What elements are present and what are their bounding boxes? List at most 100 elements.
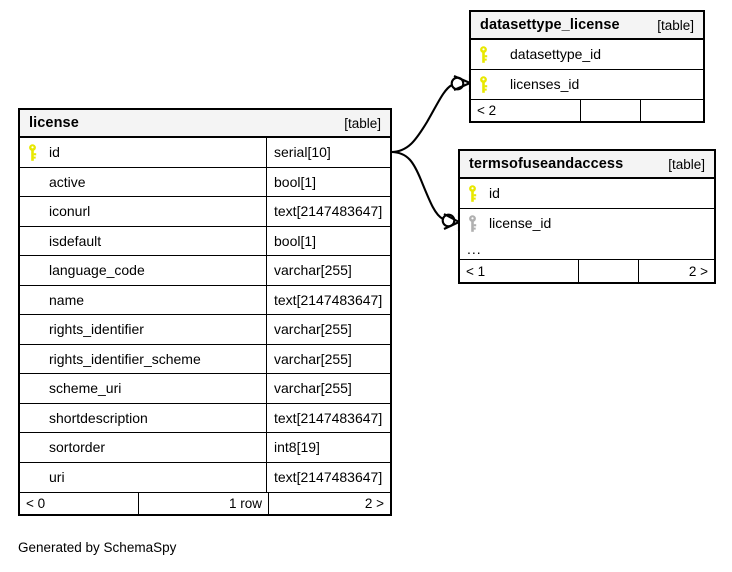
footer-row-count: 1 row <box>138 493 268 514</box>
column-name: shortdescription <box>49 409 148 426</box>
table-title-datasettype-license: datasettype_license <box>480 17 620 33</box>
table-row[interactable]: name text[2147483647] <box>20 285 390 315</box>
crowsfoot-datasettype-license <box>453 74 472 92</box>
column-name: license_id <box>489 215 552 232</box>
table-header-termsofuseandaccess: termsofuseandaccess [table] <box>460 151 714 179</box>
footer-row-count <box>580 100 640 121</box>
column-type: bool[1] <box>266 167 390 196</box>
table-row[interactable]: id <box>460 179 714 209</box>
table-footer-termsofuseandaccess: < 1 2 > <box>460 260 714 282</box>
column-name-cell: uri <box>20 463 266 493</box>
table-tag-termsofuseandaccess: [table] <box>668 156 705 172</box>
column-type: int8[19] <box>266 433 390 462</box>
column-type: text[2147483647] <box>266 285 390 314</box>
table-row[interactable]: licenses_id <box>471 70 703 100</box>
cardinality-zero-circle-datasettype-license <box>450 76 465 91</box>
column-name: name <box>49 291 85 308</box>
primary-key-icon <box>467 184 489 202</box>
footer-inbound-count[interactable]: < 1 <box>466 263 486 279</box>
column-type: bool[1] <box>266 226 390 255</box>
table-row[interactable]: shortdescription text[2147483647] <box>20 403 390 433</box>
table-title-license: license <box>29 115 79 131</box>
column-name: uri <box>49 469 65 486</box>
more-columns-indicator: ... <box>460 238 714 260</box>
column-name-cell: rights_identifier_scheme <box>20 345 266 374</box>
table-row[interactable]: iconurl text[2147483647] <box>20 197 390 227</box>
column-name-cell: shortdescription <box>20 404 266 433</box>
crowsfoot-termsofuseandaccess <box>443 213 461 231</box>
column-type: serial[10] <box>266 138 390 167</box>
column-type: varchar[255] <box>266 315 390 344</box>
column-name-cell: name <box>20 286 266 315</box>
table-row[interactable]: scheme_uri varchar[255] <box>20 374 390 404</box>
table-title-termsofuseandaccess: termsofuseandaccess <box>469 156 624 172</box>
generated-by-caption: Generated by SchemaSpy <box>18 540 177 555</box>
table-row[interactable]: rights_identifier_scheme varchar[255] <box>20 344 390 374</box>
column-name: datasettype_id <box>510 46 602 63</box>
cardinality-zero-circle-termsofuseandaccess <box>441 213 456 228</box>
table-footer-license: < 0 1 row 2 > <box>20 492 390 514</box>
column-name: rights_identifier <box>49 321 144 338</box>
table-footer-datasettype-license: < 2 <box>471 99 703 121</box>
column-type: text[2147483647] <box>266 403 390 432</box>
column-name-cell: language_code <box>20 256 266 285</box>
foreign-key-icon <box>467 214 489 232</box>
column-name: active <box>49 173 86 190</box>
column-name-cell: id <box>20 138 266 167</box>
column-type: varchar[255] <box>266 344 390 373</box>
footer-outbound-count[interactable]: 2 > <box>638 260 714 282</box>
column-name: licenses_id <box>510 76 580 93</box>
table-tag-license: [table] <box>344 115 381 131</box>
column-name: id <box>489 185 500 202</box>
primary-key-icon <box>27 143 49 161</box>
column-list-license: id serial[10] active bool[1] iconurl tex… <box>20 138 390 492</box>
table-row[interactable]: datasettype_id <box>471 40 703 70</box>
column-name: scheme_uri <box>49 380 122 397</box>
table-row[interactable]: rights_identifier varchar[255] <box>20 315 390 345</box>
column-name-cell: datasettype_id <box>471 40 703 69</box>
column-name-cell: sortorder <box>20 433 266 462</box>
column-name-cell: id <box>460 179 714 208</box>
column-name: id <box>49 144 60 161</box>
table-tag-datasettype-license: [table] <box>657 17 694 33</box>
column-name: iconurl <box>49 203 91 220</box>
footer-inbound-count[interactable]: < 2 <box>477 103 497 118</box>
primary-key-icon <box>478 45 500 63</box>
table-row[interactable]: uri text[2147483647] <box>20 462 390 493</box>
table-row[interactable]: isdefault bool[1] <box>20 226 390 256</box>
column-name: language_code <box>49 262 145 279</box>
column-name-cell: license_id <box>460 209 714 239</box>
table-row[interactable]: language_code varchar[255] <box>20 256 390 286</box>
table-row[interactable]: license_id <box>460 209 714 239</box>
footer-outbound-count[interactable]: 2 > <box>268 493 390 514</box>
column-name-cell: iconurl <box>20 197 266 226</box>
column-name: isdefault <box>49 232 102 249</box>
table-node-datasettype-license[interactable]: datasettype_license [table] datase <box>469 10 705 123</box>
table-header-license: license [table] <box>20 110 390 138</box>
table-row[interactable]: id serial[10] <box>20 138 390 168</box>
column-name-cell: scheme_uri <box>20 374 266 403</box>
column-name-cell: licenses_id <box>471 70 703 100</box>
table-node-license[interactable]: license [table] id <box>18 108 392 516</box>
column-name-cell: isdefault <box>20 227 266 256</box>
table-node-termsofuseandaccess[interactable]: termsofuseandaccess [table] id <box>458 149 716 284</box>
column-type: varchar[255] <box>266 256 390 285</box>
column-list-datasettype-license: datasettype_id licenses_id <box>471 40 703 99</box>
column-list-termsofuseandaccess: id license_id <box>460 179 714 260</box>
edge-license-to-datasettype-license <box>390 84 453 154</box>
footer-inbound-count[interactable]: < 0 <box>26 496 46 511</box>
table-header-datasettype-license: datasettype_license [table] <box>471 12 703 40</box>
table-row[interactable]: sortorder int8[19] <box>20 433 390 463</box>
column-name: sortorder <box>49 439 106 456</box>
column-name: rights_identifier_scheme <box>49 350 201 367</box>
footer-row-count <box>578 260 638 282</box>
column-type: text[2147483647] <box>266 197 390 226</box>
primary-key-icon <box>478 75 500 93</box>
column-type: text[2147483647] <box>266 462 390 492</box>
column-name-cell: rights_identifier <box>20 315 266 344</box>
footer-outbound-count[interactable] <box>640 100 703 121</box>
column-name-cell: active <box>20 168 266 197</box>
table-row[interactable]: active bool[1] <box>20 167 390 197</box>
edge-license-to-termsofuseandaccess <box>390 150 444 220</box>
